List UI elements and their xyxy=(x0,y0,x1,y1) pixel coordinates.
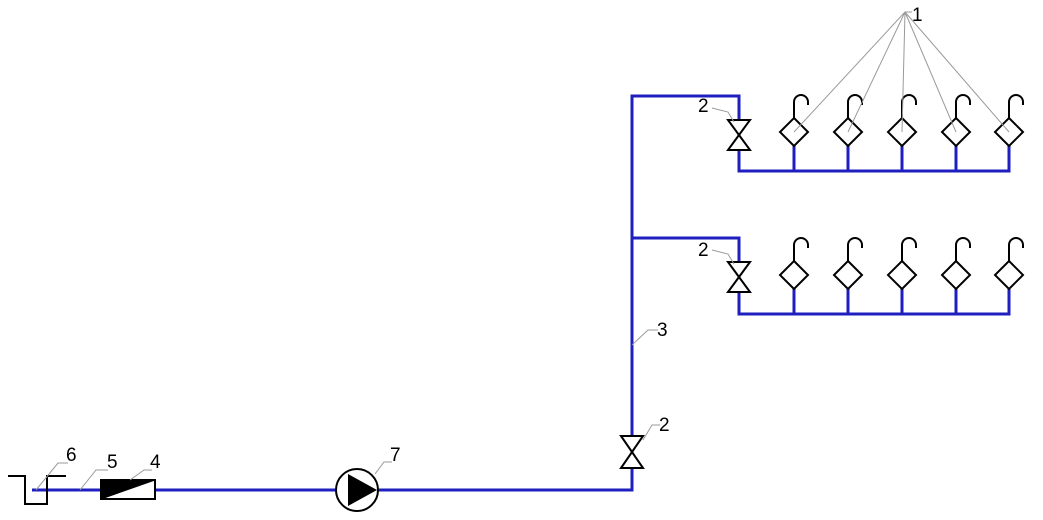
leader-3 xyxy=(631,329,658,346)
leader-1-group xyxy=(793,11,1010,133)
label-sprinkler: 1 xyxy=(912,5,923,26)
label-supply-pipe: 5 xyxy=(107,452,118,473)
sprinkler-icon xyxy=(993,237,1025,291)
pipe-network xyxy=(40,94,1011,492)
water-source-icon xyxy=(8,475,66,505)
label-meter: 4 xyxy=(150,452,161,473)
sprinkler-row-2 xyxy=(778,237,1025,291)
label-source: 6 xyxy=(66,445,77,466)
sprinkler-drops-2 xyxy=(792,289,1011,314)
leader-5 xyxy=(79,469,108,491)
leader-1 xyxy=(901,11,906,133)
sprinkler-row-1 xyxy=(778,94,1025,148)
sprinkler-drops-1 xyxy=(792,146,1011,171)
label-pump: 7 xyxy=(390,445,401,466)
leader-1 xyxy=(847,11,906,133)
label-riser: 3 xyxy=(657,320,668,341)
water-meter-icon xyxy=(100,479,156,500)
branch-2-valve-icon xyxy=(726,261,752,293)
branch-header-2 xyxy=(737,291,1011,316)
branch-header-1 xyxy=(737,146,1011,173)
supply-pipe xyxy=(40,94,741,492)
sprinkler-icon xyxy=(778,237,810,291)
leader-7 xyxy=(374,461,392,475)
sprinkler-icon xyxy=(940,237,972,291)
sprinkler-icon xyxy=(778,94,810,148)
leader-2-riser xyxy=(642,424,660,441)
leader-4 xyxy=(129,469,152,481)
leader-lines xyxy=(35,11,1010,491)
leader-2-branch-1 xyxy=(711,107,735,123)
leader-2-branch-2 xyxy=(711,249,735,265)
pump-icon xyxy=(335,468,379,512)
leader-1 xyxy=(904,11,1010,133)
leader-1 xyxy=(793,11,906,133)
leader-6 xyxy=(35,462,68,491)
riser-valve-icon xyxy=(619,435,645,469)
sprinkler-icon xyxy=(832,237,864,291)
sprinkler-icon xyxy=(832,94,864,148)
label-valve-branch-1: 2 xyxy=(698,96,709,117)
label-valve-riser: 2 xyxy=(659,415,670,436)
sprinkler-icon xyxy=(886,237,918,291)
branch-1-valve-icon xyxy=(726,119,752,151)
branch-pipe-2-feed xyxy=(632,236,741,262)
sprinkler-icon xyxy=(940,94,972,148)
label-valve-branch-2: 2 xyxy=(698,240,709,261)
leader-1 xyxy=(904,11,957,133)
